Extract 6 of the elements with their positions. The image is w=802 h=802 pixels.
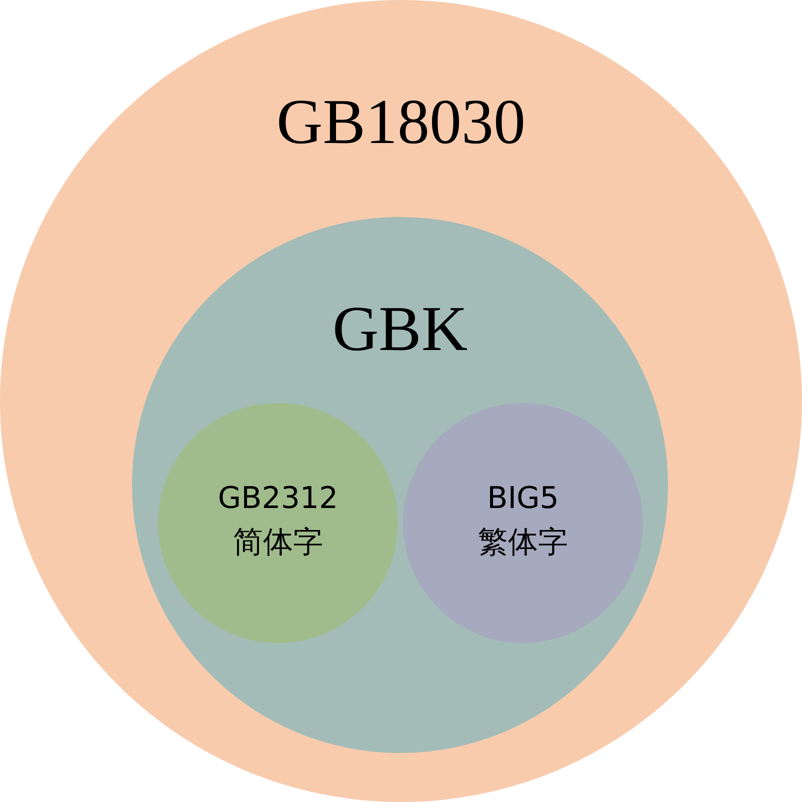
set-name: BIG5	[487, 480, 559, 518]
set-name: GB2312	[218, 480, 338, 518]
set-description: 简体字	[233, 524, 323, 562]
set-name: GB18030	[276, 85, 526, 159]
set-description: 繁体字	[478, 524, 568, 562]
set-name: GBK	[332, 292, 468, 366]
